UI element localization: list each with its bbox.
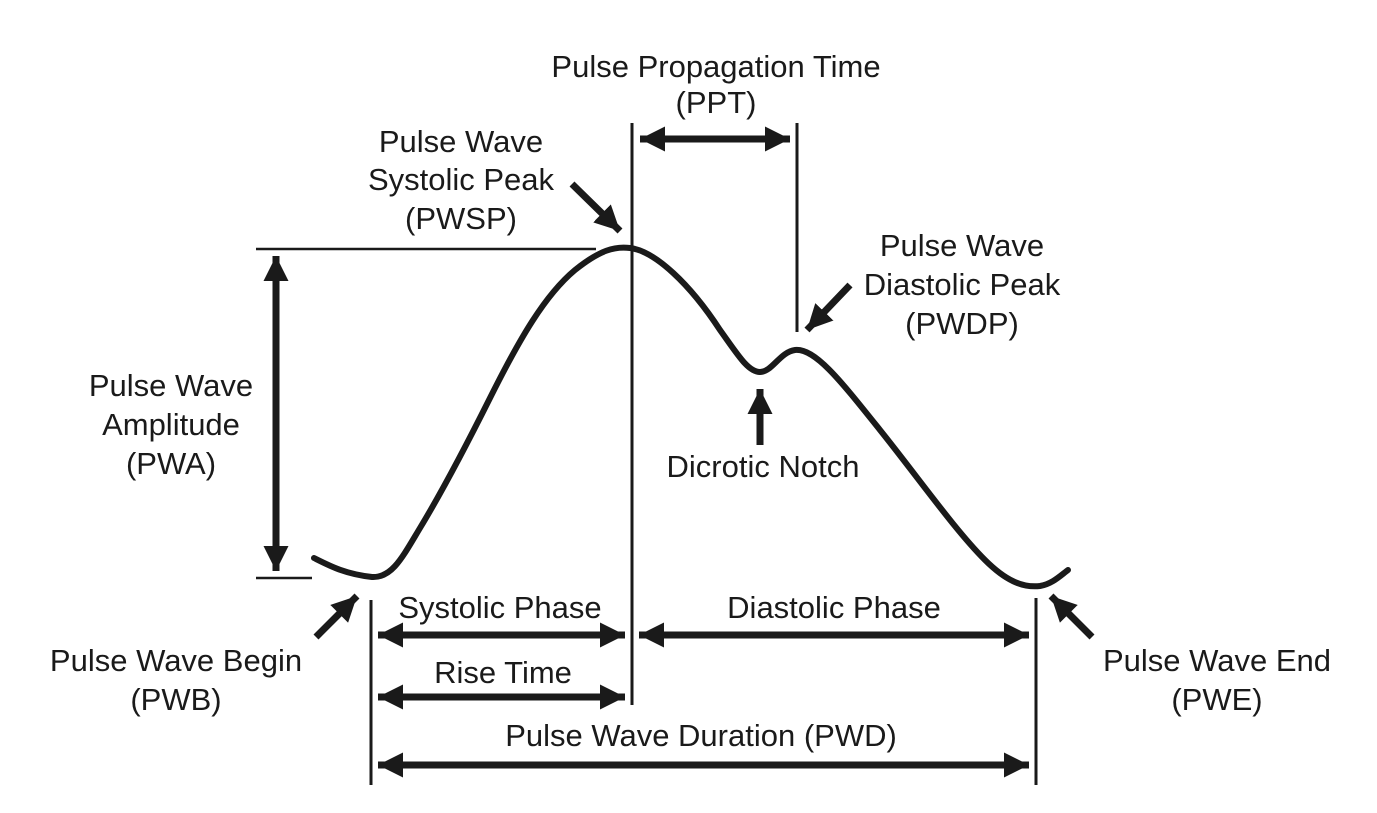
diastolic-phase-label: Diastolic Phase <box>727 590 941 625</box>
pwsp-label-line1: Pulse Wave <box>379 124 543 159</box>
rise-time-label: Rise Time <box>434 655 572 690</box>
pulse-waveform <box>311 244 1071 590</box>
dicrotic-notch-label: Dicrotic Notch <box>667 449 860 484</box>
pwdp-pointer-arrow <box>804 282 853 333</box>
pwa-label-line3: (PWA) <box>126 446 216 481</box>
pwdp-label-line2: Diastolic Peak <box>864 267 1061 302</box>
pwe-label-line1: Pulse Wave End <box>1103 643 1331 678</box>
pwdp-label-line3: (PWDP) <box>905 306 1019 341</box>
systolic-phase-label: Systolic Phase <box>398 590 601 625</box>
pwb-pointer-arrow <box>313 593 360 640</box>
pwa-label-line1: Pulse Wave <box>89 368 253 403</box>
ppt-label-line2: (PPT) <box>676 85 757 120</box>
pwdp-label-line1: Pulse Wave <box>880 228 1044 263</box>
pwd-label: Pulse Wave Duration (PWD) <box>505 718 897 753</box>
pwb-label-line1: Pulse Wave Begin <box>50 643 302 678</box>
pwb-label-line2: (PWB) <box>130 682 221 717</box>
pwe-pointer-arrow <box>1048 593 1095 640</box>
pwsp-label-line2: Systolic Peak <box>368 162 555 197</box>
pwsp-label-line3: (PWSP) <box>405 201 517 236</box>
pwe-label-line2: (PWE) <box>1171 682 1262 717</box>
ppt-label-line1: Pulse Propagation Time <box>551 49 880 84</box>
pwa-label-line2: Amplitude <box>102 407 240 442</box>
pwsp-pointer-arrow <box>569 181 623 234</box>
